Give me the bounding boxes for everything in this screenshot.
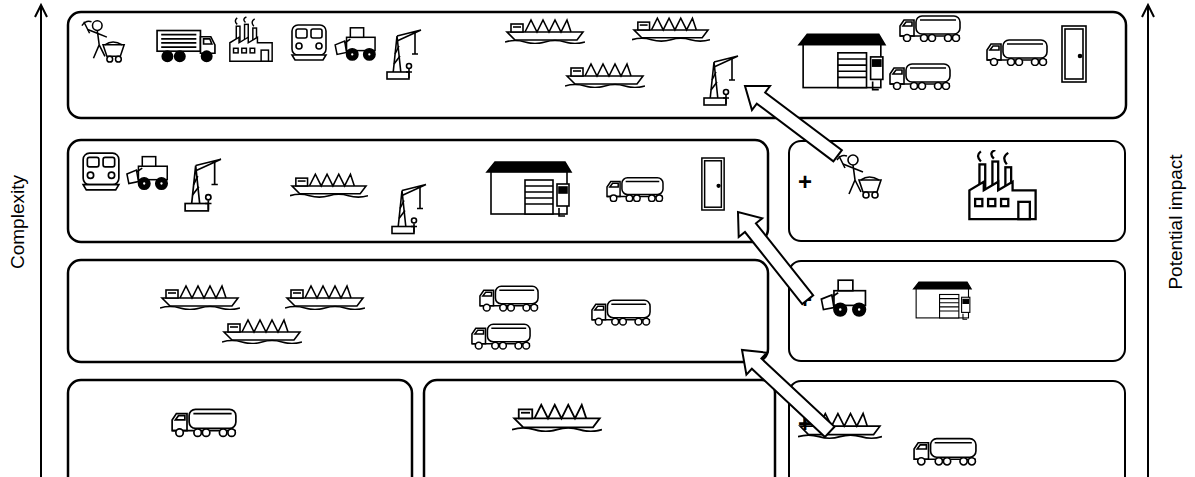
- truck-icon: [172, 409, 236, 436]
- stage-box: +: [788, 140, 1126, 242]
- truck-icon: [472, 324, 530, 349]
- truck-icon: [914, 439, 976, 465]
- dump-truck-icon: [157, 31, 215, 62]
- crane-icon: [387, 30, 421, 79]
- ship-icon: [632, 18, 710, 41]
- hollow-arrow: [732, 339, 840, 443]
- stage-box: +: [788, 260, 1126, 362]
- plus-sign: +: [798, 170, 812, 194]
- level-box: [68, 260, 768, 362]
- miner-icon: [82, 21, 124, 62]
- axis-line: [1147, 6, 1149, 477]
- warehouse-icon: [799, 34, 885, 89]
- level-box: [68, 12, 1126, 118]
- ship-icon: [222, 320, 302, 344]
- crane-icon: [185, 159, 221, 211]
- level-box: [68, 140, 768, 242]
- ship-icon: [512, 405, 602, 431]
- truck-icon: [900, 16, 960, 42]
- door-icon: [702, 158, 724, 210]
- level-box: [68, 380, 412, 477]
- crane-icon: [392, 185, 426, 234]
- truck-icon: [607, 178, 663, 202]
- level-box: [424, 380, 775, 477]
- plus-sign: +: [798, 412, 812, 436]
- truck-icon: [890, 64, 950, 90]
- hollow-arrow: [736, 74, 847, 168]
- axis-line: [40, 6, 42, 477]
- factory-icon: [230, 17, 272, 61]
- loader-icon: [821, 280, 865, 316]
- warehouse-icon: [487, 162, 571, 216]
- ship-icon: [565, 64, 645, 88]
- crane-icon: [704, 56, 738, 105]
- door-icon: [1062, 26, 1086, 82]
- miner-icon: [837, 155, 881, 198]
- axis-label: Potential impact: [1165, 154, 1187, 289]
- factory-icon: [969, 150, 1035, 219]
- ship-icon: [285, 286, 365, 310]
- ship-icon: [290, 174, 368, 197]
- ship-icon: [505, 20, 585, 44]
- ship-icon: [160, 286, 240, 310]
- hollow-arrow: [726, 203, 819, 309]
- loader-icon: [335, 28, 375, 60]
- axis-arrowhead: [35, 5, 47, 17]
- plus-sign: +: [798, 288, 812, 312]
- axis-arrowhead: [1142, 5, 1154, 17]
- warehouse-icon: [913, 282, 971, 319]
- train-icon: [292, 25, 326, 60]
- truck-icon: [592, 300, 650, 325]
- axis-label: Complexity: [7, 175, 29, 269]
- loader-icon: [127, 157, 167, 190]
- train-icon: [83, 153, 119, 190]
- truck-icon: [480, 286, 538, 311]
- truck-icon: [987, 40, 1047, 66]
- stage-box: +: [788, 380, 1126, 477]
